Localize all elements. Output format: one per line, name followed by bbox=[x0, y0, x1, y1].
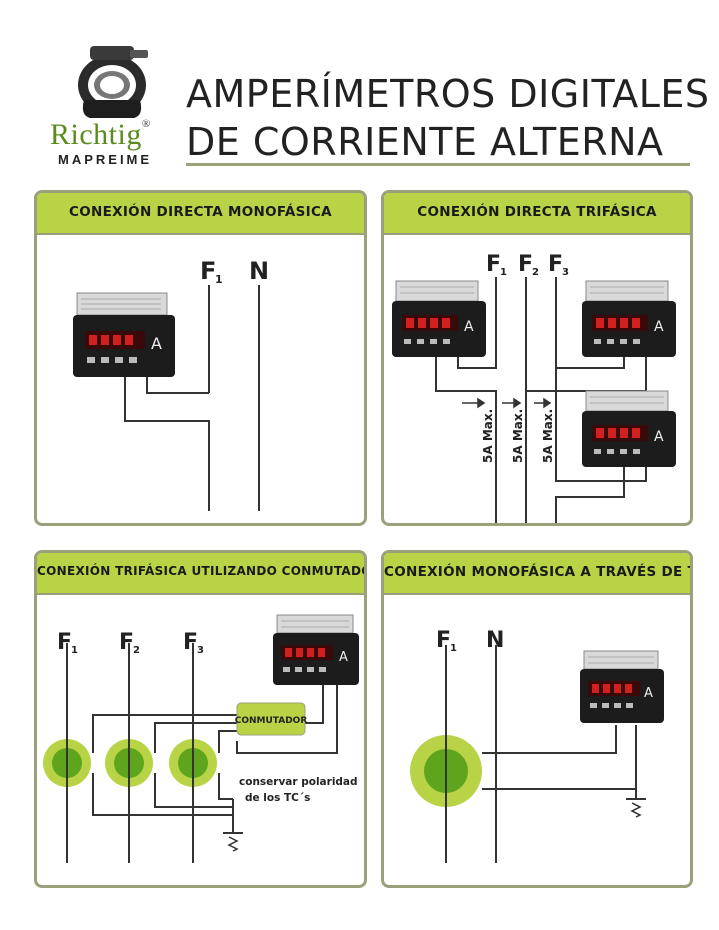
wiring-diagram-1: F 1 N A bbox=[73, 257, 269, 511]
label-f1-sub: 1 bbox=[500, 267, 507, 278]
meter-unit: A bbox=[339, 650, 348, 665]
wires bbox=[124, 285, 260, 511]
label-f1: F bbox=[436, 628, 451, 653]
meter-unit: A bbox=[654, 319, 664, 335]
max-current-label-2: 5A Max. bbox=[511, 409, 525, 463]
label-f1: F bbox=[57, 630, 72, 655]
label-f2: F bbox=[518, 252, 533, 277]
polarity-note-line1: conservar polaridad bbox=[239, 776, 358, 788]
panel-header: CONEXIÓN DIRECTA TRIFÁSICA bbox=[384, 193, 690, 235]
registered-mark: ® bbox=[141, 118, 151, 130]
label-n: N bbox=[486, 628, 504, 653]
label-f1-sub: 1 bbox=[71, 645, 78, 656]
panel-title: CONEXIÓN TRIFÁSICA UTILIZANDO CONMUTADOR… bbox=[37, 564, 364, 578]
ct-logo-icon bbox=[78, 46, 148, 118]
label-f3: F bbox=[183, 630, 198, 655]
arrows bbox=[462, 397, 552, 409]
ground-symbol-icon bbox=[223, 823, 243, 852]
label-f2-sub: 2 bbox=[532, 267, 539, 278]
switch-label: CONMUTADOR bbox=[235, 716, 308, 726]
panel-header: CONEXIÓN DIRECTA MONOFÁSICA bbox=[37, 193, 364, 235]
ammeter-icon: A bbox=[273, 614, 359, 685]
panel-title: CONEXIÓN DIRECTA TRIFÁSICA bbox=[417, 204, 657, 220]
brand-name: Richtig® bbox=[50, 118, 151, 152]
title-underline bbox=[186, 163, 690, 166]
ammeter-icon: A bbox=[73, 292, 175, 377]
panel-header: CONEXIÓN MONOFÁSICA A TRAVÉS DE TC bbox=[384, 553, 690, 595]
wires bbox=[66, 643, 338, 863]
meter-unit: A bbox=[654, 429, 664, 445]
brand-name-text: Richtig bbox=[50, 118, 142, 151]
wiring-diagram-2: 5A Max. 5A Max. 5A Max. F 1 F 2 F 3 A bbox=[392, 252, 676, 523]
ammeter-icon: A bbox=[580, 650, 664, 723]
page-title-line1: AMPERÍMETROS DIGITALES bbox=[186, 72, 710, 116]
wiring-diagram-3: CONMUTADOR conservar polaridad de los TC… bbox=[43, 614, 359, 863]
label-f2-sub: 2 bbox=[133, 645, 140, 656]
wiring-diagram-4: F 1 N A bbox=[410, 628, 664, 863]
panel-header: CONEXIÓN TRIFÁSICA UTILIZANDO CONMUTADOR… bbox=[37, 553, 364, 595]
meter-unit: A bbox=[464, 319, 474, 335]
page-title-line2: DE CORRIENTE ALTERNA bbox=[186, 120, 664, 164]
polarity-note-line2: de los TC´s bbox=[245, 792, 310, 804]
label-f2: F bbox=[119, 630, 134, 655]
label-f1-sub: 1 bbox=[215, 273, 223, 286]
meter-unit: A bbox=[644, 686, 653, 701]
ammeter-icon: A bbox=[582, 280, 676, 357]
panel-direct-single-phase: CONEXIÓN DIRECTA MONOFÁSICA F 1 N A bbox=[34, 190, 367, 526]
page-header: Richtig® MAPREIME AMPERÍMETROS DIGITALES… bbox=[0, 0, 719, 175]
max-current-label-1: 5A Max. bbox=[481, 409, 495, 463]
label-f3: F bbox=[548, 252, 563, 277]
ammeter-icon: A bbox=[392, 280, 486, 357]
panel-title: CONEXIÓN DIRECTA MONOFÁSICA bbox=[69, 204, 332, 220]
label-f1: F bbox=[200, 257, 216, 285]
wires bbox=[445, 645, 637, 863]
switch-box bbox=[236, 702, 306, 736]
panel-three-phase-switch-ct: CONEXIÓN TRIFÁSICA UTILIZANDO CONMUTADOR… bbox=[34, 550, 367, 888]
label-f1: F bbox=[486, 252, 501, 277]
label-n: N bbox=[249, 257, 269, 285]
panel-title: CONEXIÓN MONOFÁSICA A TRAVÉS DE TC bbox=[384, 564, 693, 580]
panel-direct-three-phase: CONEXIÓN DIRECTA TRIFÁSICA 5A Max. 5A Ma… bbox=[381, 190, 693, 526]
ground-symbol-icon bbox=[626, 789, 646, 818]
meter-unit: A bbox=[151, 334, 162, 353]
brand-subname: MAPREIME bbox=[58, 152, 153, 167]
label-f1-sub: 1 bbox=[450, 643, 457, 654]
panel-single-phase-ct: CONEXIÓN MONOFÁSICA A TRAVÉS DE TC F 1 N bbox=[381, 550, 693, 888]
ammeter-icon: A bbox=[582, 390, 676, 467]
label-f3-sub: 3 bbox=[562, 267, 569, 278]
max-current-label-3: 5A Max. bbox=[541, 409, 555, 463]
label-f3-sub: 3 bbox=[197, 645, 204, 656]
